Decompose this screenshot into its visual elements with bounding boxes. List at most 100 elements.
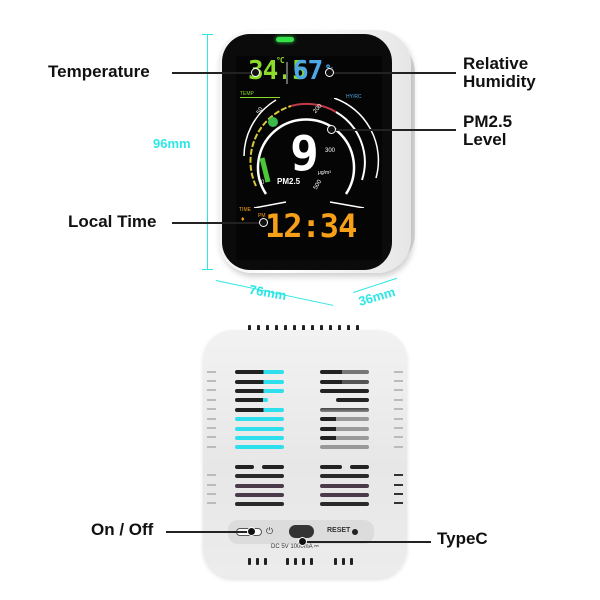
callout-local-time-line (172, 222, 264, 224)
back-vent (262, 465, 284, 469)
time-label: TIME (239, 207, 251, 213)
callout-temperature: Temperature (48, 62, 150, 81)
typec-port[interactable] (289, 525, 314, 538)
back-vent (320, 436, 369, 440)
back-vent (235, 436, 284, 440)
edge-vent-slot (207, 502, 216, 504)
callout-humidity: Relative Humidity (463, 55, 536, 91)
back-vent (235, 502, 284, 506)
back-vent (235, 493, 284, 497)
back-vent (235, 445, 284, 449)
pm25-unit: μg/m³ (318, 170, 331, 176)
status-led (276, 37, 294, 42)
edge-vent-slot (207, 418, 216, 420)
callout-pm25-line (333, 129, 456, 131)
edge-vent-slot (207, 484, 216, 486)
bottom-vent-slot (350, 558, 353, 565)
back-vent (350, 465, 369, 469)
callout-on-off-dot (247, 527, 256, 536)
temperature-underline (240, 97, 280, 98)
top-vent-slot (257, 325, 260, 331)
top-vent-slot (338, 325, 341, 331)
callout-on-off: On / Off (91, 520, 154, 539)
back-vent (320, 370, 369, 374)
back-vent (320, 502, 369, 506)
edge-vent-slot (207, 408, 216, 410)
top-vent-slot (266, 325, 269, 331)
top-vent-slot (284, 325, 287, 331)
pm25-tick-0: 0 (261, 180, 265, 186)
callout-pm25-dot (327, 125, 336, 134)
callout-humidity-line (330, 72, 456, 74)
callout-typec: TypeC (437, 529, 488, 548)
back-vent (320, 417, 369, 421)
reset-button[interactable] (352, 529, 358, 535)
bottom-vent-slot (256, 558, 259, 565)
width-dimension-label: 76mm (247, 281, 288, 304)
height-dimension-cap-bottom (202, 269, 213, 270)
temperature-unit: °C (276, 56, 285, 65)
back-vent (320, 427, 369, 431)
back-vent (235, 380, 284, 384)
callout-typec-dot (298, 537, 307, 546)
top-vent-slot (275, 325, 278, 331)
callout-local-time-dot (259, 218, 268, 227)
time-ampm: PM (258, 213, 266, 219)
edge-vent-slot (207, 493, 216, 495)
bottom-vent-slot (342, 558, 345, 565)
pm25-value: 9 (290, 126, 319, 182)
edge-vent-slot (394, 389, 403, 391)
back-vent (320, 484, 369, 488)
edge-vent-slot (394, 484, 403, 486)
power-spec-label: DC 5V 1000mA ⎓ (271, 544, 319, 550)
back-vent (235, 389, 284, 393)
height-dimension-label: 96mm (153, 136, 191, 151)
edge-vent-slot (394, 474, 403, 476)
edge-vent-slot (394, 436, 403, 438)
time-value: 12:34 (265, 207, 357, 245)
back-vent (235, 408, 284, 412)
top-vent-slot (248, 325, 251, 331)
back-vent (320, 389, 369, 393)
callout-pm25-line1: PM2.5 (463, 112, 513, 131)
edge-vent-slot (207, 436, 216, 438)
bottom-vent-slot (334, 558, 337, 565)
edge-vent-slot (394, 371, 403, 373)
edge-vent-slot (207, 446, 216, 448)
back-vent (235, 427, 284, 431)
height-dimension-cap-top (202, 34, 213, 35)
bottom-vent-slot (294, 558, 297, 565)
callout-temperature-dot (251, 68, 260, 77)
height-dimension-line (207, 34, 208, 270)
back-vent (336, 398, 369, 402)
back-vent (320, 445, 369, 449)
back-vent (235, 465, 254, 469)
top-vent-slot (293, 325, 296, 331)
temperature-label: TEMP (240, 91, 254, 97)
edge-vent-slot (207, 380, 216, 382)
back-vent (235, 370, 284, 374)
callout-local-time: Local Time (68, 212, 157, 231)
back-vent (235, 484, 284, 488)
top-vent-slot (302, 325, 305, 331)
edge-vent-slot (207, 371, 216, 373)
callout-on-off-line (166, 531, 251, 533)
alarm-icon: ♦ (241, 216, 245, 223)
edge-vent-slot (207, 427, 216, 429)
edge-vent-slot (394, 380, 403, 382)
edge-vent-slot (394, 399, 403, 401)
bottom-vent-slot (248, 558, 251, 565)
back-vent (320, 493, 369, 497)
top-vent-slot (347, 325, 350, 331)
callout-humidity-dot (325, 68, 334, 77)
edge-vent-slot (394, 418, 403, 420)
edge-vent-slot (207, 389, 216, 391)
edge-vent-slot (394, 408, 403, 410)
top-vent-slot (320, 325, 323, 331)
edge-vent-slot (394, 502, 403, 504)
humidity-label: HY/RC (346, 94, 362, 100)
edge-vent-slot (394, 427, 403, 429)
edge-vent-slot (394, 446, 403, 448)
callout-pm25: PM2.5 Level (463, 113, 512, 149)
callout-typec-line (303, 541, 431, 543)
